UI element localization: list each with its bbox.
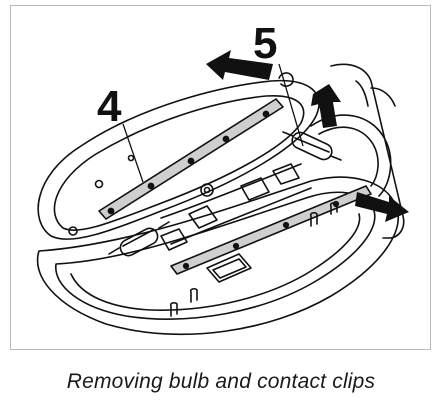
festoon-bulb-right	[282, 131, 342, 161]
side-bracket-inner	[318, 126, 379, 187]
lower-contact-strip	[170, 185, 372, 275]
clip-rivet	[107, 207, 115, 215]
diagram-frame: 4 5	[10, 5, 431, 350]
clip-rivet	[232, 242, 240, 250]
clip-rivet	[147, 182, 155, 190]
mounting-peg	[169, 302, 178, 317]
screw-hole	[127, 154, 135, 162]
clip-rivet	[182, 262, 190, 270]
arrow-up-left-icon	[206, 50, 273, 80]
internal-ridge	[160, 163, 302, 219]
arrow-up-icon	[311, 84, 341, 128]
arrow-right-icon	[355, 192, 409, 222]
callout-leader-4	[122, 123, 144, 183]
clip-rivet	[222, 135, 230, 143]
internal-ridge	[170, 187, 312, 245]
housing-outline	[36, 176, 399, 336]
switch-block	[206, 253, 252, 283]
lamp-assembly-diagram: 4 5	[36, 19, 409, 336]
clip-rivet	[262, 110, 270, 118]
rear-panel-outline	[330, 63, 405, 239]
lens-cover-outline	[37, 79, 320, 240]
callout-leader-5	[278, 63, 304, 147]
figure-caption: Removing bulb and contact clips	[66, 370, 376, 393]
callout-label-5: 5	[253, 19, 277, 68]
internal-socket	[272, 163, 300, 185]
internal-socket	[188, 205, 218, 229]
festoon-bulb-left	[108, 221, 170, 257]
clip-rivet	[282, 221, 290, 229]
retaining-knob	[200, 183, 214, 197]
clip-rivet	[187, 157, 195, 165]
rear-panel-edge	[355, 80, 396, 107]
screw-hole	[94, 179, 104, 189]
mounting-peg	[189, 288, 198, 303]
callout-label-4: 4	[97, 82, 122, 131]
screw-hole	[68, 226, 78, 236]
internal-socket	[160, 228, 188, 251]
mounting-peg	[329, 202, 338, 215]
lens-cover-inner-outline	[53, 95, 305, 232]
mounting-peg	[309, 212, 318, 227]
side-bracket	[310, 114, 392, 197]
internal-socket	[240, 177, 270, 201]
cover-tab	[278, 72, 294, 87]
housing-rim	[70, 213, 361, 311]
